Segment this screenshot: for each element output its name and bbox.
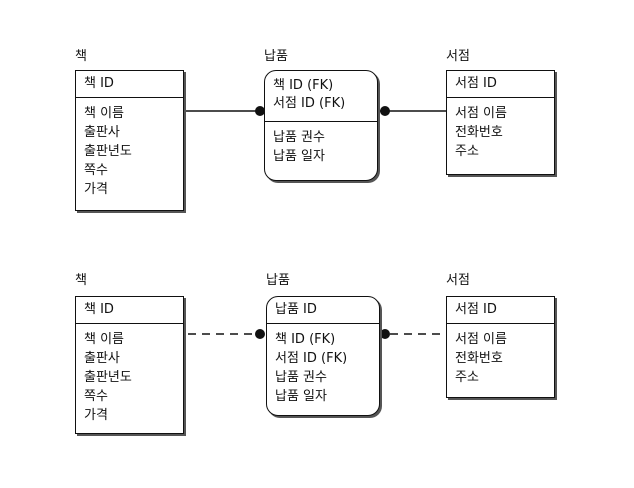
bottom-delivery-attrs: 책 ID (FK) 서점 ID (FK) 납품 권수 납품 일자	[267, 324, 379, 412]
top-book-entity: 책 ID 책 이름 출판사 출판년도 쪽수 가격	[75, 70, 184, 211]
bottom-book-delivery-dot	[255, 329, 265, 339]
top-store-attr: 전화번호	[455, 125, 503, 140]
bottom-store-attr: 주소	[455, 370, 479, 385]
top-delivery-attr: 납품 권수	[273, 130, 325, 145]
top-book-delivery-dot	[255, 106, 265, 116]
top-store-entity: 서점 ID 서점 이름 전화번호 주소	[446, 70, 555, 175]
bottom-book-attrs: 책 이름 출판사 출판년도 쪽수 가격	[76, 324, 183, 431]
bottom-delivery-attr: 책 ID (FK)	[275, 332, 336, 347]
top-delivery-keys: 책 ID (FK) 서점 ID (FK)	[265, 71, 377, 122]
bottom-store-attr: 전화번호	[455, 351, 503, 366]
top-book-attr: 가격	[84, 182, 108, 197]
bottom-book-attr: 가격	[84, 408, 108, 423]
top-store-title: 서점	[446, 49, 470, 64]
top-delivery-title: 납품	[264, 49, 288, 64]
bottom-delivery-key: 납품 ID	[267, 297, 379, 324]
bottom-delivery-attr: 납품 일자	[275, 389, 327, 404]
bottom-book-attr: 쪽수	[84, 389, 108, 404]
bottom-delivery-attr: 납품 권수	[275, 370, 327, 385]
bottom-store-entity: 서점 ID 서점 이름 전화번호 주소	[446, 296, 555, 398]
bottom-book-attr: 출판년도	[84, 370, 132, 385]
bottom-store-key: 서점 ID	[447, 297, 554, 324]
bottom-store-title: 서점	[446, 273, 470, 288]
top-delivery-entity: 책 ID (FK) 서점 ID (FK) 납품 권수 납품 일자	[264, 70, 378, 181]
top-delivery-store-dot	[380, 106, 390, 116]
top-book-key: 책 ID	[76, 71, 183, 98]
top-book-attrs: 책 이름 출판사 출판년도 쪽수 가격	[76, 98, 183, 205]
bottom-store-attrs: 서점 이름 전화번호 주소	[447, 324, 554, 393]
top-delivery-key: 책 ID (FK)	[273, 78, 334, 93]
bottom-book-attr: 책 이름	[84, 332, 125, 347]
top-delivery-attr: 납품 일자	[273, 149, 325, 164]
top-book-title: 책	[75, 49, 87, 64]
top-store-attr: 서점 이름	[455, 106, 507, 121]
top-delivery-attrs: 납품 권수 납품 일자	[265, 122, 377, 172]
bottom-delivery-store-dot	[380, 329, 390, 339]
top-store-key: 서점 ID	[447, 71, 554, 98]
bottom-book-title: 책	[75, 273, 87, 288]
bottom-book-attr: 출판사	[84, 351, 120, 366]
bottom-book-entity: 책 ID 책 이름 출판사 출판년도 쪽수 가격	[75, 296, 184, 434]
top-book-attr: 쪽수	[84, 163, 108, 178]
bottom-book-key: 책 ID	[76, 297, 183, 324]
top-store-attrs: 서점 이름 전화번호 주소	[447, 98, 554, 167]
top-book-attr: 출판년도	[84, 144, 132, 159]
bottom-store-attr: 서점 이름	[455, 332, 507, 347]
bottom-delivery-attr: 서점 ID (FK)	[275, 351, 348, 366]
bottom-delivery-title: 납품	[266, 273, 290, 288]
top-book-attr: 책 이름	[84, 106, 125, 121]
top-delivery-key: 서점 ID (FK)	[273, 96, 346, 111]
top-store-attr: 주소	[455, 144, 479, 159]
bottom-delivery-entity: 납품 ID 책 ID (FK) 서점 ID (FK) 납품 권수 납품 일자	[266, 296, 380, 416]
top-book-attr: 출판사	[84, 125, 120, 140]
